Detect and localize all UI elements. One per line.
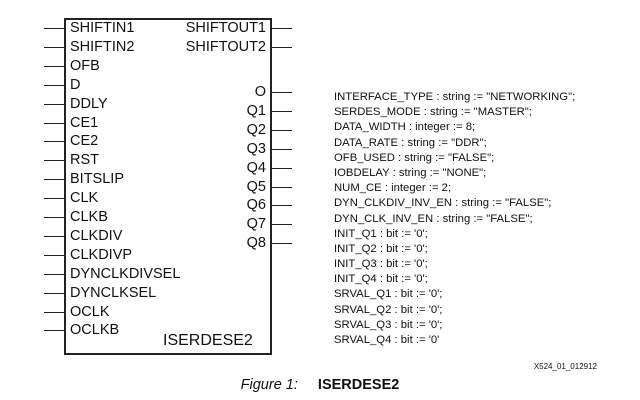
attribute-line: INIT_Q2 : bit := '0'; (334, 242, 428, 255)
pin-label-oclk: OCLK (70, 303, 110, 320)
pin-label-shiftin1: SHIFTIN1 (70, 20, 135, 36)
pin-wire-ddly (44, 103, 64, 105)
pin-wire-q2 (272, 129, 292, 131)
pin-label-ddly: DDLY (70, 95, 108, 112)
pin-label-q6: Q6 (246, 197, 266, 214)
figure-title: ISERDESE2 (317, 377, 400, 393)
pin-label-q3: Q3 (246, 140, 266, 157)
pin-label-shiftout1: SHIFTOUT1 (185, 20, 266, 36)
pin-wire-clkdivp (44, 254, 64, 256)
pin-wire-clkdiv (44, 235, 64, 237)
attribute-line: NUM_CE : integer := 2; (334, 182, 452, 195)
pin-wire-ce1 (44, 122, 64, 124)
pin-label-dynclkdivsel: DYNCLKDIVSEL (70, 265, 181, 282)
pin-wire-o (272, 92, 292, 93)
attribute-line: IOBDELAY : string := "NONE"; (334, 166, 487, 179)
pin-wire-q3 (272, 148, 292, 150)
pin-label-q8: Q8 (246, 235, 266, 252)
figure-caption: Figure 1: ISERDESE2 (0, 377, 640, 394)
figure-id: X524_01_012912 (533, 362, 597, 371)
pin-wire-shiftin2 (44, 46, 64, 48)
pin-label-o: O (254, 84, 266, 100)
attribute-line: SRVAL_Q2 : bit := '0'; (334, 303, 443, 316)
attribute-line: INIT_Q1 : bit := '0'; (334, 227, 428, 240)
pin-label-clk: CLK (70, 190, 99, 207)
pin-wire-clkb (44, 217, 64, 218)
iserdese2-block (64, 18, 272, 355)
pin-wire-ofb (44, 65, 64, 67)
pin-label-q5: Q5 (246, 178, 266, 195)
pin-wire-q5 (272, 186, 292, 188)
pin-label-shiftin2: SHIFTIN2 (70, 38, 135, 55)
pin-label-q4: Q4 (246, 159, 266, 176)
pin-wire-clk (44, 198, 64, 200)
pin-wire-ce2 (44, 141, 64, 143)
attribute-line: DATA_WIDTH : integer := 8; (334, 121, 476, 134)
pin-label-q2: Q2 (246, 121, 266, 138)
pin-wire-dynclkdivsel (44, 273, 64, 275)
pin-label-rst: RST (70, 152, 99, 169)
attribute-line: SRVAL_Q4 : bit := '0' (334, 334, 440, 346)
attribute-line: DYN_CLKDIV_INV_EN : string := "FALSE"; (334, 197, 552, 210)
attribute-line: INIT_Q4 : bit := '0'; (334, 273, 428, 286)
pin-wire-oclkb (44, 330, 64, 332)
pin-label-d: D (70, 76, 81, 93)
pin-wire-shiftin1 (44, 28, 64, 29)
pin-label-ce1: CE1 (70, 114, 99, 131)
attribute-line: INTERFACE_TYPE : string := "NETWORKING"; (334, 91, 576, 103)
attribute-line: SRVAL_Q3 : bit := '0'; (334, 318, 443, 331)
attribute-line: SERDES_MODE : string := "MASTER"; (334, 106, 532, 119)
pin-wire-bitslip (44, 179, 64, 181)
attribute-list: INTERFACE_TYPE : string := "NETWORKING";… (334, 90, 575, 348)
pin-label-clkdivp: CLKDIVP (70, 246, 133, 263)
pin-wire-rst (44, 160, 64, 162)
pin-label-clkdiv: CLKDIV (70, 227, 123, 244)
pin-wire-q7 (272, 224, 292, 226)
pin-label-ce2: CE2 (70, 133, 99, 150)
attribute-line: SRVAL_Q1 : bit := '0'; (334, 288, 443, 301)
pin-wire-shiftout2 (272, 47, 292, 48)
pin-wire-d (44, 84, 64, 86)
pin-wire-q8 (272, 243, 292, 245)
pin-wire-q6 (272, 205, 292, 207)
figure-number: Figure 1: (240, 377, 298, 393)
attribute-line: INIT_Q3 : bit := '0'; (334, 258, 428, 271)
attribute-line: OFB_USED : string := "FALSE"; (334, 151, 495, 164)
pin-label-q1: Q1 (246, 102, 266, 119)
pin-label-ofb: OFB (70, 57, 100, 74)
pin-wire-oclk (44, 311, 64, 313)
pin-label-q7: Q7 (246, 216, 266, 233)
pin-label-oclkb: OCLKB (70, 322, 120, 339)
pin-label-bitslip: BITSLIP (70, 171, 124, 188)
pin-label-dynclksel: DYNCLKSEL (70, 284, 157, 301)
attribute-line: DATA_RATE : string := "DDR"; (334, 136, 487, 149)
pin-wire-dynclksel (44, 292, 64, 294)
pin-wire-q4 (272, 167, 292, 169)
attribute-line: DYN_CLK_INV_EN : string := "FALSE"; (334, 212, 533, 225)
pin-wire-q1 (272, 110, 292, 112)
pin-label-shiftout2: SHIFTOUT2 (185, 39, 266, 55)
pin-wire-shiftout1 (272, 28, 292, 29)
pin-label-clkb: CLKB (70, 209, 108, 225)
block-name-label: ISERDESE2 (163, 332, 253, 349)
